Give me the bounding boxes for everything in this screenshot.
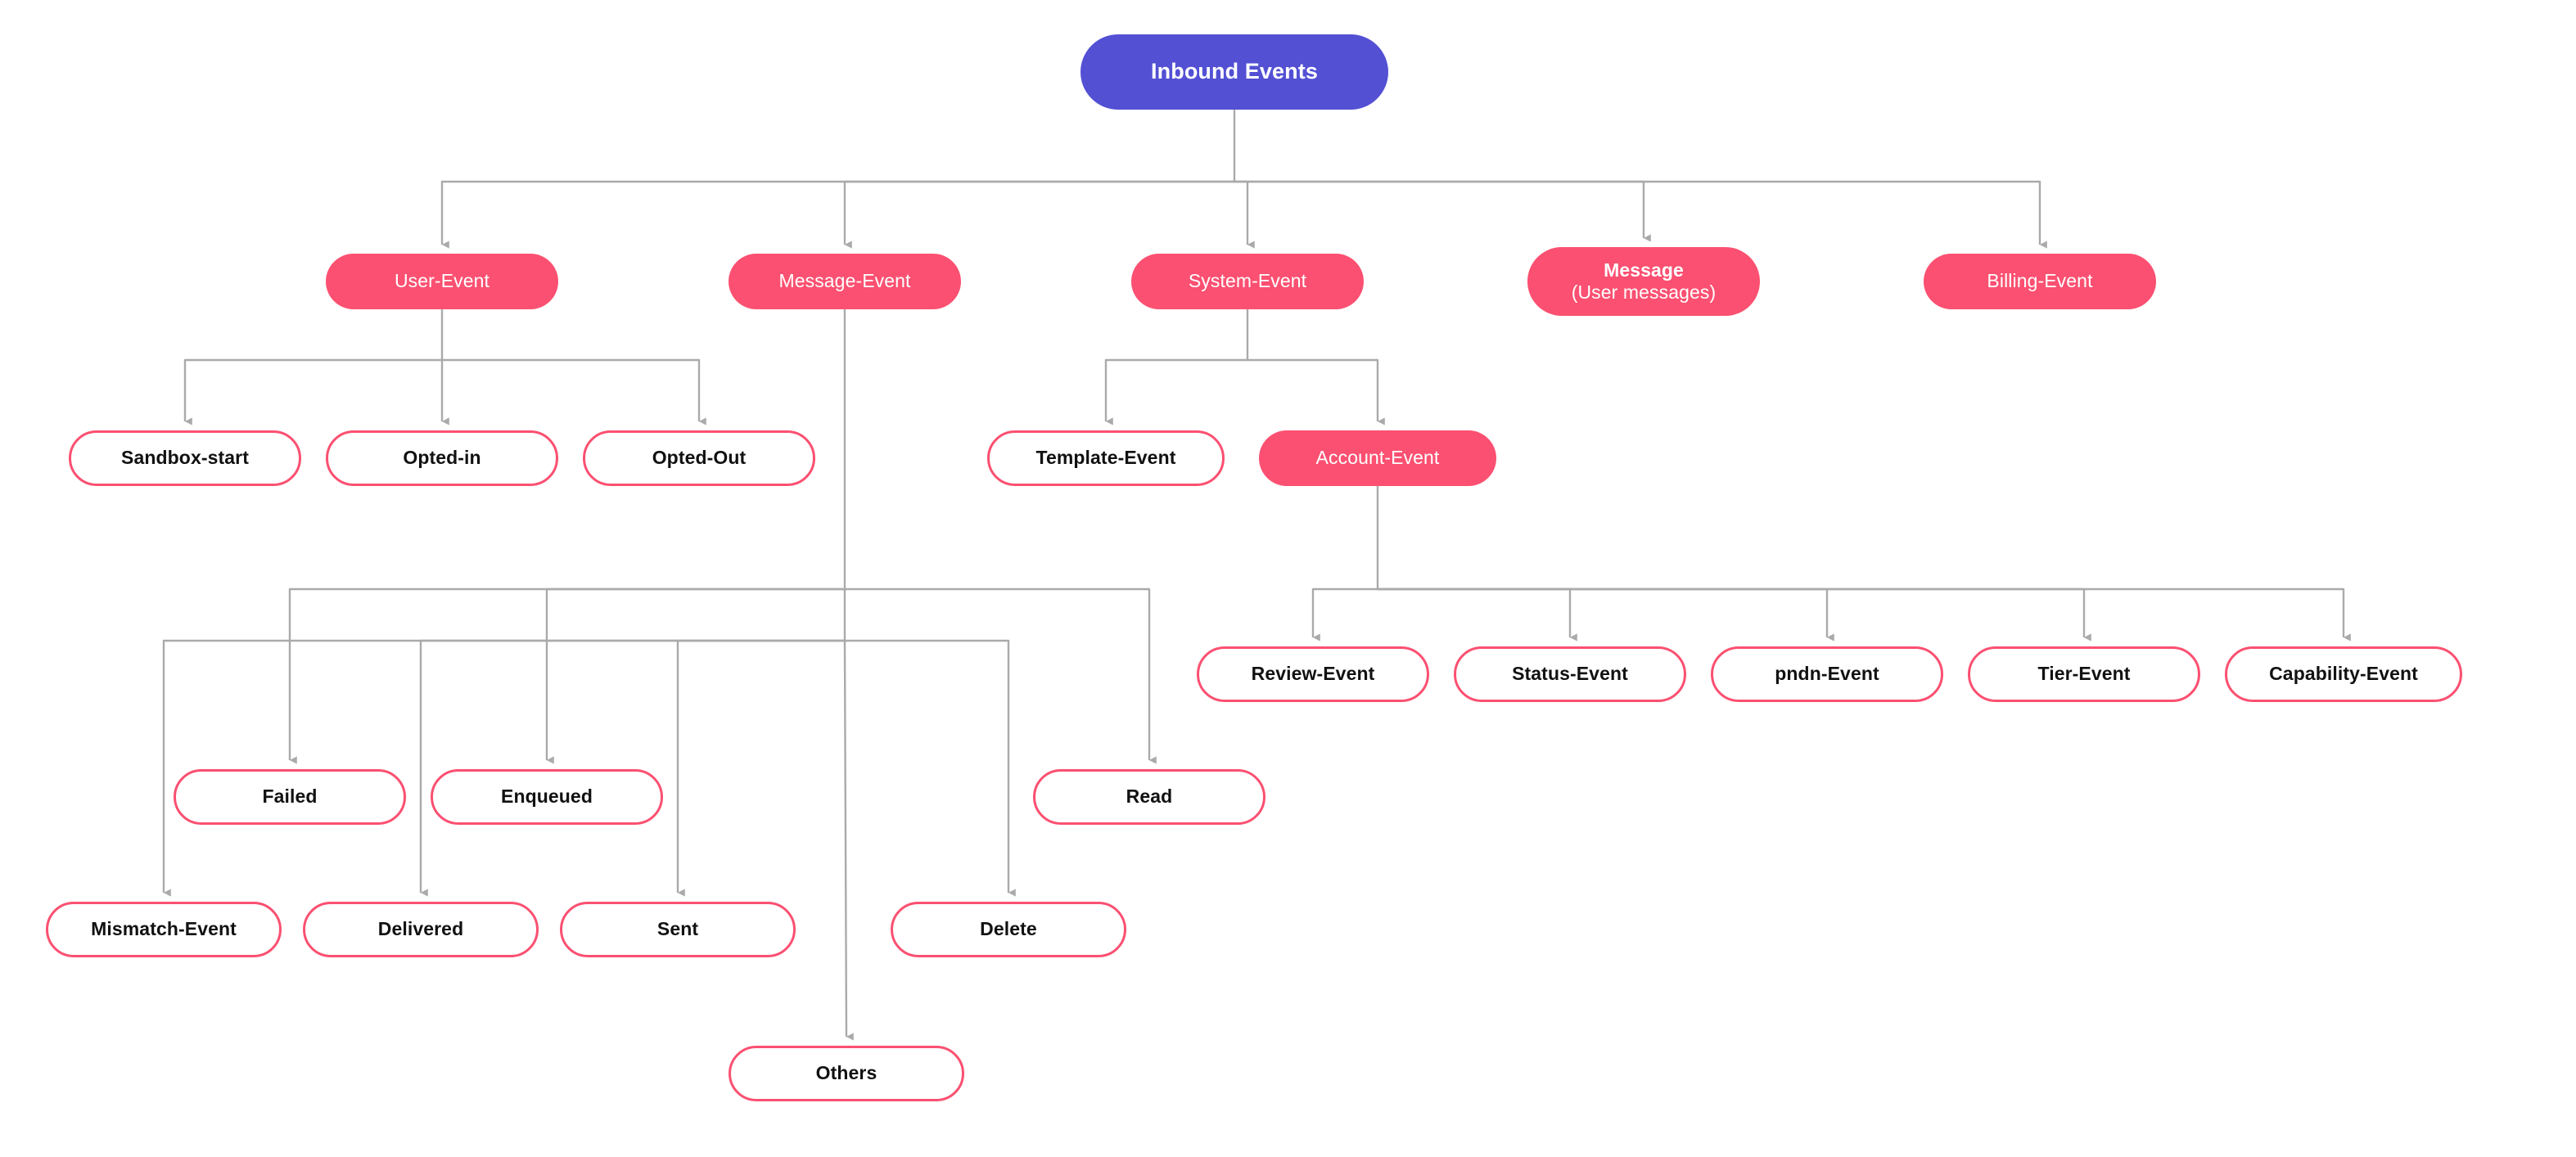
node-label: pndn-Event — [1775, 663, 1879, 685]
edge-account-event-to-capability-event — [1378, 588, 2351, 642]
node-label: Template-Event — [1035, 447, 1176, 469]
edge-root-to-billing-event — [1234, 180, 2047, 249]
node-label: Mismatch-Event — [91, 918, 237, 940]
node-delete[interactable]: Delete — [891, 902, 1126, 957]
node-message-user[interactable]: Message(User messages) — [1527, 247, 1760, 316]
node-others[interactable]: Others — [729, 1046, 964, 1101]
node-label: Tier-Event — [2037, 663, 2131, 685]
node-opted-in[interactable]: Opted-in — [326, 430, 558, 486]
edge-root-to-system-event — [1234, 180, 1255, 249]
edge-system-event-to-template-event — [1104, 358, 1247, 425]
node-account-event[interactable]: Account-Event — [1259, 430, 1496, 486]
edge-root-to-message-user — [1234, 180, 1651, 242]
node-label: Opted-Out — [652, 447, 747, 469]
edge-account-event-to-status-event — [1378, 588, 1577, 642]
edge-account-event-to-tier-event — [1378, 588, 2091, 642]
node-label: Billing-Event — [1987, 270, 2093, 292]
node-template-event[interactable]: Template-Event — [987, 430, 1225, 486]
node-mismatch-event[interactable]: Mismatch-Event — [46, 902, 282, 957]
edge-message-event-to-sent — [676, 639, 846, 897]
edge-account-event-to-pndn-event — [1378, 588, 1834, 642]
node-label: User-Event — [394, 270, 490, 292]
node-label: Message-Event — [778, 270, 911, 292]
edge-account-event-to-review-event — [1311, 588, 1378, 642]
edge-root-to-user-event — [440, 180, 1234, 249]
node-label: Opted-in — [403, 447, 481, 469]
node-label: Delivered — [377, 918, 464, 940]
edge-message-event-to-failed — [288, 588, 846, 764]
node-billing-event[interactable]: Billing-Event — [1924, 254, 2156, 309]
edge-user-event-to-opted-out — [442, 358, 706, 425]
node-sent[interactable]: Sent — [560, 902, 796, 957]
edge-system-event-to-account-event — [1247, 358, 1385, 425]
node-delivered[interactable]: Delivered — [303, 902, 539, 957]
node-label: Inbound Events — [1151, 59, 1318, 84]
node-label: Failed — [262, 786, 318, 808]
edge-message-event-to-read — [843, 588, 1157, 764]
node-review-event[interactable]: Review-Event — [1197, 646, 1429, 702]
node-tier-event[interactable]: Tier-Event — [1968, 646, 2200, 702]
node-pndn-event[interactable]: pndn-Event — [1711, 646, 1943, 702]
edge-message-event-to-delivered — [419, 639, 846, 897]
node-label: Sent — [656, 918, 699, 940]
node-label: Enqueued — [501, 786, 593, 808]
edge-message-event-to-enqueued — [545, 588, 846, 764]
node-capability-event[interactable]: Capability-Event — [2225, 646, 2462, 702]
node-label: Message — [1604, 259, 1684, 281]
node-status-event[interactable]: Status-Event — [1454, 646, 1686, 702]
edge-message-event-to-others — [843, 640, 854, 1041]
edge-root-to-message-event — [843, 180, 1234, 249]
node-system-event[interactable]: System-Event — [1131, 254, 1364, 309]
node-label: Account-Event — [1315, 447, 1440, 469]
node-label: Status-Event — [1512, 663, 1628, 685]
node-root[interactable]: Inbound Events — [1080, 34, 1388, 110]
node-label: Sandbox-start — [121, 447, 249, 469]
node-enqueued[interactable]: Enqueued — [431, 769, 663, 825]
node-read[interactable]: Read — [1033, 769, 1265, 825]
node-label: Others — [815, 1062, 877, 1084]
node-user-event[interactable]: User-Event — [326, 254, 558, 309]
node-label: Review-Event — [1251, 663, 1375, 685]
node-label: System-Event — [1188, 270, 1307, 292]
node-label: Read — [1126, 786, 1173, 808]
node-message-event[interactable]: Message-Event — [729, 254, 961, 309]
node-sandbox-start[interactable]: Sandbox-start — [69, 430, 301, 486]
node-label: Delete — [980, 918, 1037, 940]
edge-message-event-to-mismatch-event — [162, 639, 846, 897]
edge-message-event-to-delete — [843, 639, 1016, 897]
node-failed[interactable]: Failed — [174, 769, 406, 825]
node-opted-out[interactable]: Opted-Out — [583, 430, 815, 486]
node-sublabel: (User messages) — [1571, 281, 1717, 303]
node-label: Capability-Event — [2269, 663, 2418, 685]
edge-user-event-to-sandbox-start — [183, 358, 442, 425]
